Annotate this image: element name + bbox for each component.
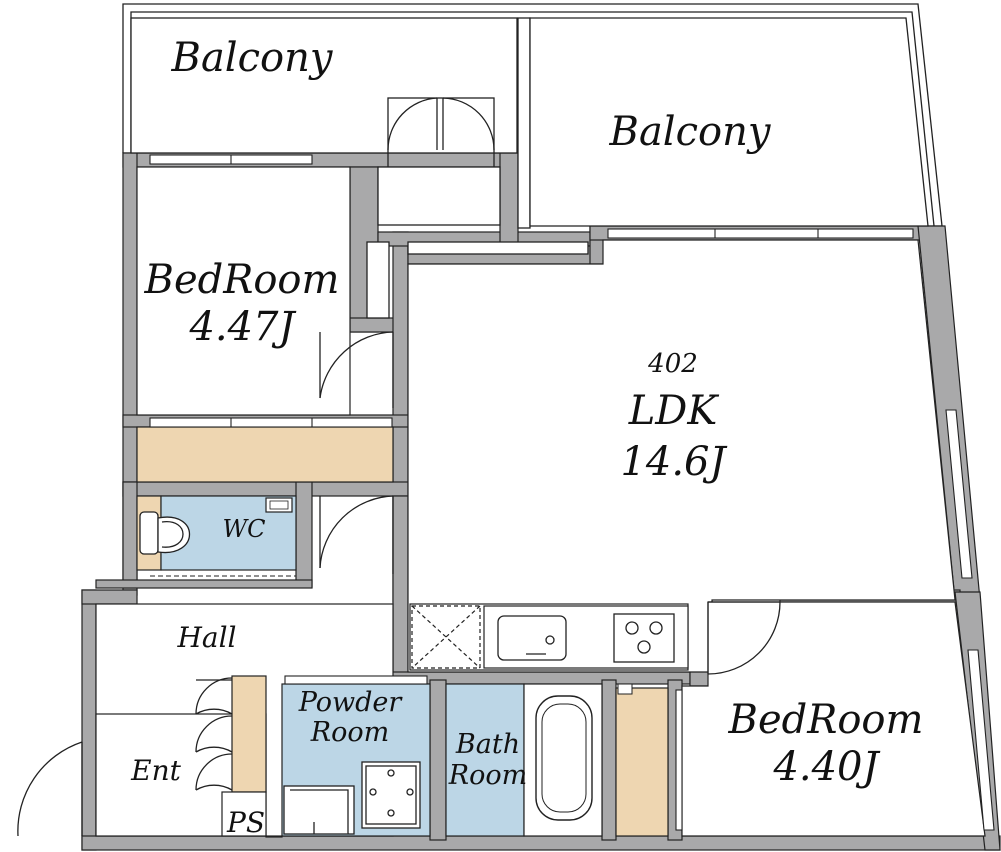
wc-label: WC xyxy=(222,515,265,543)
stove-icon xyxy=(613,613,675,663)
balcony-left-label: Balcony xyxy=(171,35,334,81)
balcony-right-label: Balcony xyxy=(609,109,772,155)
ldk-size: 14.6J xyxy=(620,439,727,485)
toilet-icon xyxy=(139,511,191,555)
bedroom-bottom-label: BedRoom xyxy=(728,697,924,743)
wc-sink-icon xyxy=(265,497,293,513)
windows xyxy=(149,154,995,831)
bedroom-top-label: BedRoom xyxy=(144,257,340,303)
bath-room-label-line1: Bath xyxy=(455,729,520,760)
bath-room-label-line2: Room xyxy=(448,760,527,791)
hall-label: Hall xyxy=(176,621,236,654)
ldk-label: LDK xyxy=(628,388,720,434)
unit-number: 402 xyxy=(647,349,698,379)
bathtub xyxy=(523,683,603,837)
washing-machine-icon xyxy=(361,761,421,829)
balcony-outlines xyxy=(122,3,943,229)
pipe-space-label: PS xyxy=(226,806,265,839)
powder-room-label-line2: Room xyxy=(310,717,389,748)
doors xyxy=(17,97,781,837)
powder-room-label-line1: Powder xyxy=(298,687,404,718)
bedroom-top-size: 4.47J xyxy=(188,304,296,350)
kitchen-sink-icon xyxy=(497,615,567,661)
vanity-icon xyxy=(283,785,355,835)
bedroom-bottom-size: 4.40J xyxy=(772,744,880,790)
entrance-label: Ent xyxy=(130,754,181,787)
pipe-space xyxy=(221,791,267,837)
